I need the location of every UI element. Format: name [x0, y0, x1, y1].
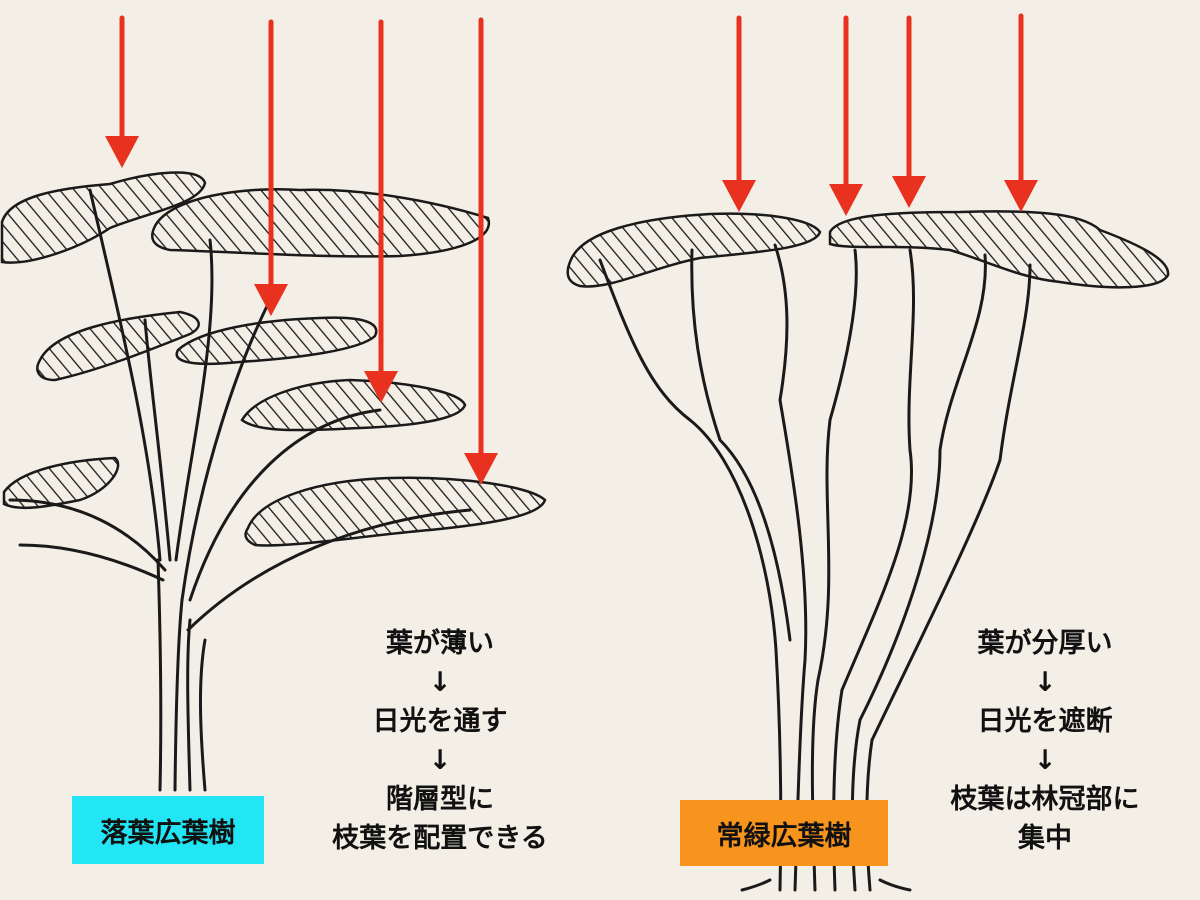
- deciduous-label-text: 落葉広葉樹: [100, 817, 236, 849]
- evergreen-canopy: [566, 210, 1170, 289]
- leaf-layer: [2, 456, 120, 510]
- description-line: 日光を遮断: [977, 706, 1113, 737]
- leaf-layer: [244, 476, 547, 547]
- canopy-layer: [828, 210, 1170, 289]
- description-line: 葉が薄い: [386, 628, 494, 659]
- evergreen-branch: [690, 248, 792, 642]
- leaf-layer: [240, 378, 467, 432]
- evergreen-branch: [870, 263, 1032, 742]
- evergreen-branch: [773, 243, 808, 662]
- deciduous-branch: [174, 238, 214, 562]
- description-line: 階層型に: [386, 784, 494, 815]
- deciduous-description: 葉が薄い ↓ 日光を通す ↓ 階層型に 枝葉を配置できる: [270, 624, 610, 858]
- evergreen-description: 葉が分厚い ↓ 日光を遮断 ↓ 枝葉は林冠部に 集中: [900, 624, 1190, 858]
- evergreen-branch: [858, 253, 987, 722]
- sunlight-arrow-right-2: [829, 15, 863, 216]
- arrow-down-glyph: ↓: [1033, 667, 1057, 698]
- evergreen-tree-drawing: [598, 243, 1032, 892]
- leaf-layer: [0, 171, 207, 264]
- deciduous-trunk: [156, 558, 207, 792]
- sunlight-arrow-left-4: [464, 17, 498, 485]
- sunlight-arrow-right-3: [892, 15, 926, 208]
- description-line: 葉が分厚い: [977, 628, 1113, 659]
- arrow-down-glyph: ↓: [428, 667, 452, 698]
- description-line: 集中: [1018, 823, 1072, 854]
- description-line: 日光を通す: [372, 706, 508, 737]
- evergreen-label: 常緑広葉樹: [680, 800, 888, 866]
- evergreen-label-text: 常緑広葉樹: [716, 820, 852, 852]
- arrow-down-glyph: ↓: [1033, 745, 1057, 776]
- deciduous-branch: [88, 188, 162, 562]
- evergreen-branch: [816, 248, 858, 682]
- sunlight-arrow-right-1: [722, 15, 756, 212]
- description-line: 枝葉は林冠部に: [950, 784, 1140, 815]
- arrow-down-glyph: ↓: [428, 745, 452, 776]
- leaf-layer: [175, 316, 378, 366]
- description-line: 枝葉を配置できる: [332, 823, 548, 854]
- canopy-layer: [566, 212, 822, 288]
- deciduous-branch: [18, 543, 165, 582]
- leaf-layer: [36, 310, 200, 382]
- deciduous-label: 落葉広葉樹: [72, 796, 264, 864]
- evergreen-branch: [598, 258, 778, 652]
- evergreen-trunk: [774, 648, 874, 892]
- evergreen-branch: [840, 248, 916, 692]
- sunlight-arrow-left-1: [105, 15, 139, 168]
- sunlight-arrow-left-3: [364, 19, 398, 403]
- sunlight-arrow-left-2: [254, 19, 288, 316]
- sunlight-arrow-right-4: [1004, 13, 1038, 212]
